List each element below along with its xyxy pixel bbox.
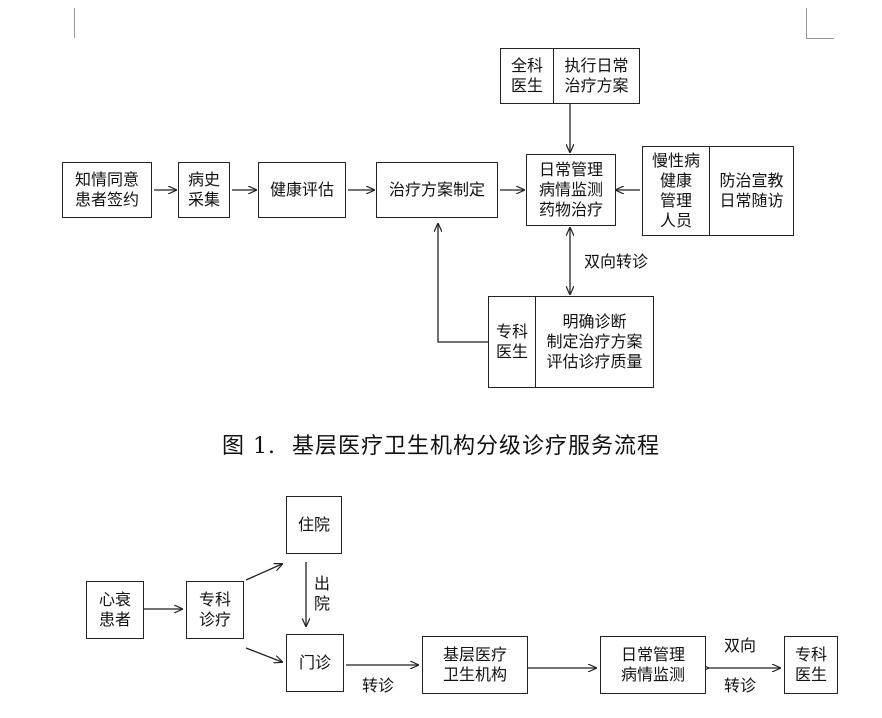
chronic-role-cell: 慢性病 健康 管理 人员	[643, 147, 710, 235]
gp-role-cell: 全科 医生	[501, 49, 554, 103]
consent-text: 知情同意 患者签约	[74, 170, 139, 209]
specialist-text-2: 专科 医生	[794, 645, 827, 684]
daily-mgmt-text-2: 日常管理 病情监测	[620, 645, 685, 684]
chronic-staff-box: 慢性病 健康 管理 人员 防治宣教 日常随访	[642, 146, 794, 236]
page-corner-mark	[806, 38, 834, 39]
transfer-label: 转诊	[362, 676, 395, 695]
gp-task-cell: 执行日常 治疗方案	[554, 49, 639, 103]
primary-care-box: 基层医疗 卫生机构	[422, 636, 528, 694]
arrow-specialist-outpatient	[245, 647, 282, 662]
specialist-role-text: 专科 医生	[495, 322, 528, 361]
specialist-box-2: 专科 医生	[784, 636, 838, 694]
chronic-task-cell: 防治宣教 日常随访	[710, 147, 793, 235]
arrow-specialist-plan	[438, 224, 488, 343]
page-corner-mark	[74, 8, 75, 38]
consent-box: 知情同意 患者签约	[62, 162, 152, 218]
referral-label: 双向转诊	[584, 252, 649, 271]
bidirectional-bottom-label: 转诊	[724, 676, 757, 695]
bidirectional-top-label: 双向	[724, 636, 757, 655]
chronic-role-text: 慢性病 健康 管理 人员	[651, 151, 700, 230]
outpatient-box: 门诊	[286, 634, 344, 692]
health-eval-box: 健康评估	[258, 162, 346, 218]
health-eval-text: 健康评估	[269, 180, 334, 199]
patient-text: 心衰 患者	[98, 590, 131, 629]
inpatient-text: 住院	[297, 515, 330, 534]
page-corner-mark	[806, 8, 807, 38]
discharge-label: 出 院	[314, 574, 331, 613]
arrow-specialist-inpatient	[245, 564, 282, 581]
daily-mgmt-text: 日常管理 病情监测 药物治疗	[538, 160, 603, 219]
specialist-clinic-box: 专科 诊疗	[186, 581, 244, 639]
history-box: 病史 采集	[178, 162, 230, 218]
treatment-plan-text: 治疗方案制定	[388, 180, 485, 199]
specialist-box-1: 专科 医生 明确诊断 制定治疗方案 评估诊疗质量	[488, 296, 654, 388]
figure-caption: 图 1. 基层医疗卫生机构分级诊疗服务流程	[222, 434, 660, 459]
specialist-task-cell: 明确诊断 制定治疗方案 评估诊疗质量	[536, 297, 653, 387]
daily-mgmt-box: 日常管理 病情监测 药物治疗	[526, 154, 616, 226]
treatment-plan-box: 治疗方案制定	[376, 162, 498, 218]
history-text: 病史 采集	[187, 170, 220, 209]
chronic-task-text: 防治宣教 日常随访	[719, 171, 784, 210]
specialist-clinic-text: 专科 诊疗	[198, 590, 231, 629]
gp-task-text: 执行日常 治疗方案	[564, 56, 629, 95]
specialist-role-cell: 专科 医生	[489, 297, 536, 387]
specialist-task-text: 明确诊断 制定治疗方案 评估诊疗质量	[546, 312, 643, 371]
gp-role-text: 全科 医生	[510, 56, 543, 95]
primary-care-text: 基层医疗 卫生机构	[442, 645, 507, 684]
outpatient-text: 门诊	[298, 653, 331, 672]
inpatient-box: 住院	[286, 496, 342, 554]
daily-mgmt-box-2: 日常管理 病情监测	[600, 636, 706, 694]
patient-box: 心衰 患者	[86, 581, 144, 639]
gp-box: 全科 医生 执行日常 治疗方案	[500, 48, 640, 104]
